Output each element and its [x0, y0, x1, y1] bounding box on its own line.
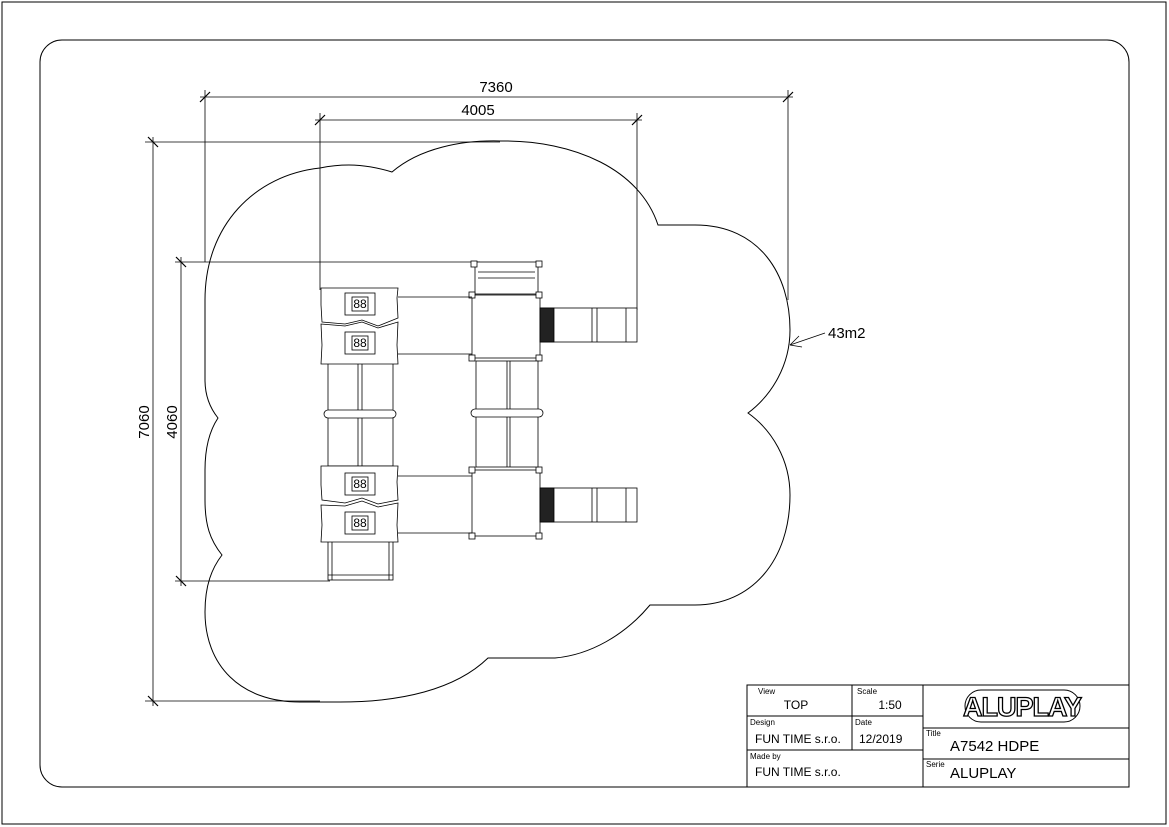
view-label: View [758, 687, 775, 696]
safety-area-callout: 43m2 [789, 325, 866, 348]
dimension-structure-width: 4005 [314, 102, 643, 310]
sheet-inner-border [39, 39, 1130, 788]
panel-3 [320, 465, 399, 505]
dimension-overall-depth: 7060 [136, 136, 500, 707]
safety-area-outline [204, 140, 791, 703]
panel-4 [320, 500, 399, 543]
scale-label: Scale [857, 687, 878, 696]
made-by-value: FUN TIME s.r.o. [755, 765, 841, 779]
safety-area-label: 43m2 [828, 325, 866, 342]
connecting-rails [398, 296, 472, 534]
serie-value: ALUPLAY [950, 765, 1016, 782]
panel-1-glyph: 88 [353, 297, 367, 311]
top-step [470, 260, 543, 295]
view-value: TOP [784, 698, 808, 712]
panel-4-glyph: 88 [353, 516, 367, 530]
title-label: Title [926, 729, 941, 738]
scale-value: 1:50 [878, 698, 902, 712]
design-value: FUN TIME s.r.o. [755, 732, 841, 746]
upper-tower-platform [468, 291, 543, 362]
left-bottom-exit [327, 539, 394, 581]
dimension-overall-width: 7360 [199, 79, 794, 300]
panel-3-glyph: 88 [353, 477, 367, 491]
play-structure: 88 88 88 88 [320, 260, 638, 581]
left-bridge [323, 362, 397, 467]
lower-slide [539, 487, 638, 523]
date-label: Date [855, 718, 872, 727]
title-block: View TOP Scale 1:50 Design FUN TIME s.r.… [746, 684, 1130, 788]
made-by-label: Made by [750, 752, 781, 761]
dimension-structure-depth: 4060 [164, 256, 480, 587]
dimension-label-4005: 4005 [461, 102, 494, 119]
aluplay-logo: ALUPLAY [962, 689, 1084, 723]
design-label: Design [750, 718, 775, 727]
dimension-label-7060: 7060 [136, 405, 153, 438]
serie-label: Serie [926, 760, 945, 769]
right-bridge [470, 360, 544, 468]
panel-2 [320, 321, 399, 365]
dimension-label-4060: 4060 [164, 405, 181, 438]
logo-text: ALUPLAY [963, 692, 1082, 722]
title-value: A7542 HDPE [950, 738, 1039, 755]
dimension-label-7360: 7360 [479, 79, 512, 96]
date-value: 12/2019 [859, 732, 903, 746]
lower-tower-platform [468, 466, 543, 540]
upper-slide [539, 307, 638, 343]
panel-1 [320, 287, 399, 327]
panel-2-glyph: 88 [353, 336, 367, 350]
